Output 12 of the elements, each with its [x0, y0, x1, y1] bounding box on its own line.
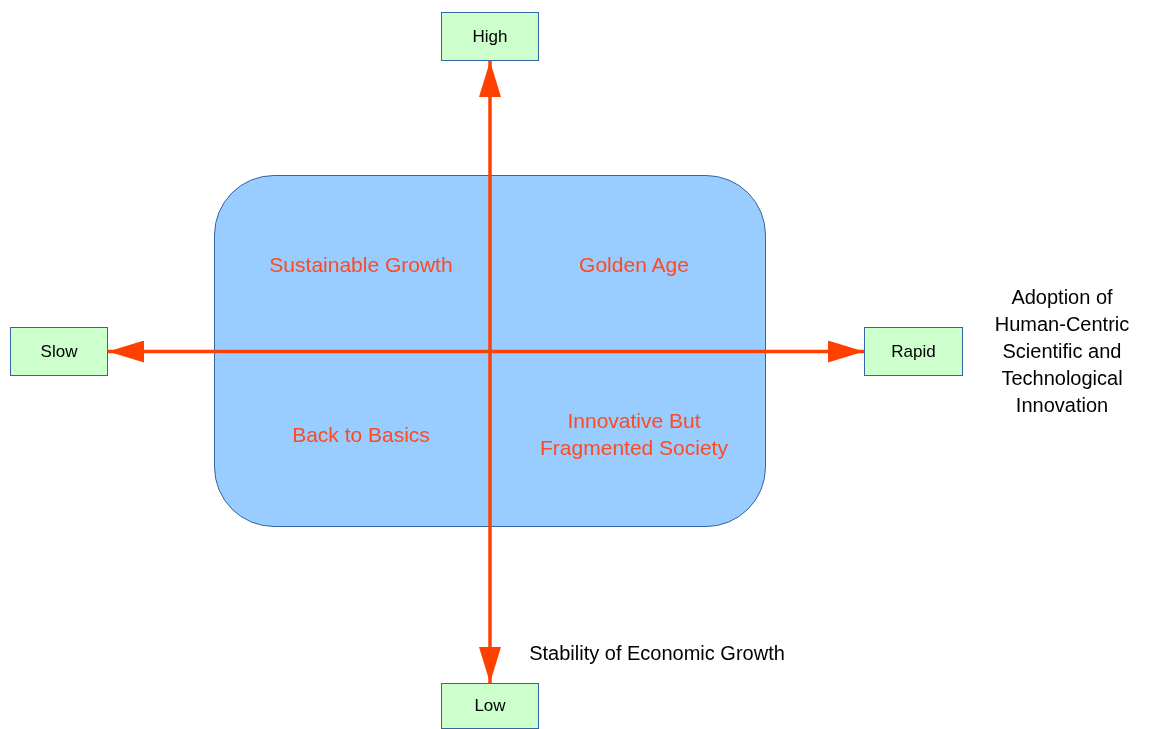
axis-value-box: Low — [441, 683, 539, 729]
double-arrow — [108, 340, 864, 363]
quadrant-label: Innovative But Fragmented Society — [539, 408, 729, 461]
quadrant-label: Golden Age — [578, 252, 690, 278]
double-arrow — [479, 61, 501, 683]
axis-value-box: Rapid — [864, 327, 963, 376]
axis-value-box: Slow — [10, 327, 108, 376]
quadrant-label: Back to Basics — [291, 422, 431, 448]
axis-value-box: High — [441, 12, 539, 61]
axis-title: Stability of Economic Growth — [528, 641, 786, 666]
axis-title: Adoption of Human-Centric Scientific and Technological Innovation — [993, 285, 1131, 418]
quadrant-label: Sustainable Growth — [268, 252, 454, 278]
